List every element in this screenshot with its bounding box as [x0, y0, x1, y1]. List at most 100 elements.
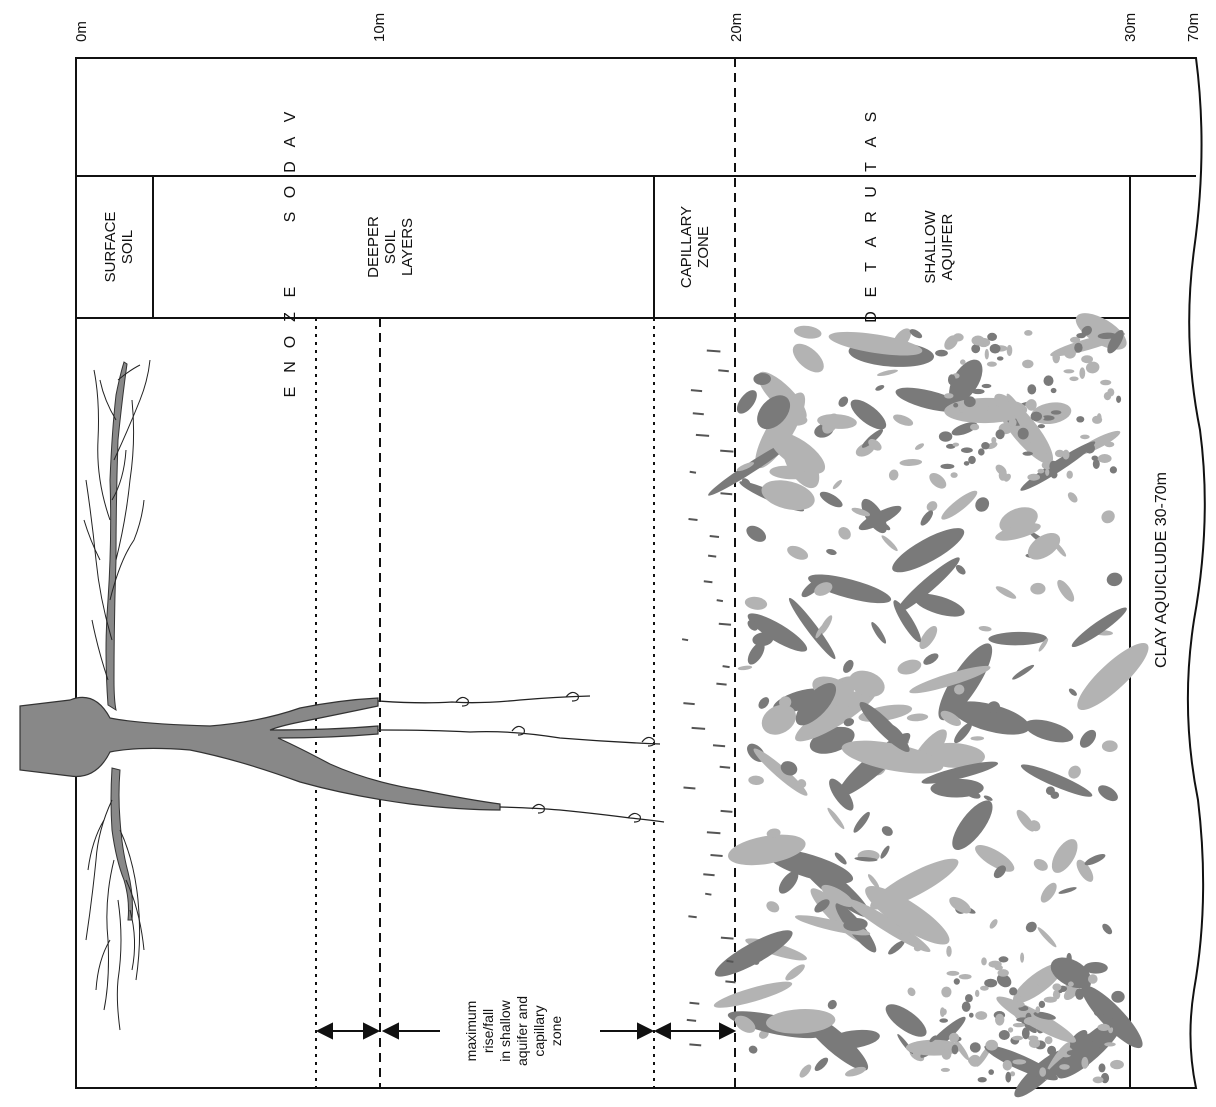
capillary-zone-line-2: ZONE: [695, 226, 712, 268]
gravel-grain: [1044, 997, 1057, 1003]
annotation-line-4: aquifer and: [514, 996, 530, 1066]
gravel-pebble: [733, 387, 761, 417]
rise-fall-annotation: maximum rise/fall in shallow aquifer and…: [463, 996, 564, 1066]
gravel-grain: [988, 405, 1000, 414]
gravel-grain: [1067, 1050, 1078, 1056]
gravel-pebble: [1036, 926, 1058, 949]
gravel-grain: [1022, 1027, 1030, 1039]
diagram-frame: [76, 58, 1205, 1088]
gravel-pebble: [743, 522, 768, 545]
gravel-pebble: [836, 525, 854, 543]
capillary-water-mark: [688, 916, 696, 917]
gravel-pebble: [785, 543, 810, 563]
gravel-pebble: [888, 469, 899, 482]
gravel-grain: [1116, 396, 1121, 403]
saturated-letters-3: U: [863, 186, 880, 198]
gravel-grain: [953, 403, 958, 408]
tick-label-70m: 70m: [1185, 13, 1202, 42]
capillary-water-mark: [687, 1020, 696, 1021]
arrow-right-head-b: [720, 1024, 734, 1038]
gravel-grain: [948, 374, 956, 385]
gravel-grain: [1052, 352, 1060, 364]
gravel-grain: [1031, 412, 1042, 422]
gravel-grain: [1079, 367, 1085, 379]
capillary-water-mark: [723, 666, 730, 667]
tree-root-system: [20, 360, 664, 1030]
gravel-pebble: [818, 489, 845, 510]
gravel-grain: [1045, 469, 1049, 476]
arrow-upper-head: [638, 1024, 652, 1038]
vadose-letters-6: Z: [282, 312, 299, 322]
capillary-water-mark: [708, 556, 716, 557]
gravel-grain: [1039, 1067, 1046, 1077]
gravel-grain: [1005, 1072, 1011, 1083]
tick-label-30m: 30m: [1122, 13, 1139, 42]
vadose-letters-1: A: [282, 136, 299, 147]
vadose-letters-2: D: [282, 161, 299, 173]
gravel-grain: [1007, 345, 1013, 356]
gravel-grain: [972, 336, 985, 346]
arrow-left-head-b: [364, 1024, 378, 1038]
gravel-grain: [997, 356, 1004, 360]
gravel-pebble: [756, 695, 771, 711]
gravel-pebble: [833, 851, 848, 866]
gravel-grain: [1049, 461, 1057, 472]
annotation-line-1: maximum: [463, 1001, 479, 1062]
gravel-pebble: [1054, 577, 1077, 604]
capillary-water-mark: [718, 370, 729, 371]
capillary-water-mark: [727, 961, 734, 962]
gravel-grain: [1099, 1063, 1106, 1072]
capillary-water-mark: [684, 788, 696, 789]
gravel-pebble: [906, 986, 917, 998]
gravel-grain: [959, 401, 964, 413]
gravel-grain: [1009, 418, 1017, 427]
gravel-grain: [1039, 1001, 1045, 1008]
gravel-grain: [991, 437, 996, 443]
gravel-grain: [962, 1002, 971, 1012]
capillary-water-mark: [721, 811, 733, 812]
gravel-grain: [981, 957, 987, 965]
gravel-grain: [1068, 981, 1074, 986]
gravel-grain: [987, 333, 997, 341]
capillary-water-marks: [682, 351, 735, 1046]
capillary-water-mark: [710, 536, 719, 537]
capillary-water-mark: [703, 874, 714, 875]
deeper-soil-line-2: SOIL: [382, 230, 399, 264]
gravel-grain: [1036, 1006, 1041, 1013]
gravel-grain: [1084, 443, 1095, 454]
gravel-grain: [1044, 375, 1054, 386]
capillary-water-mark: [721, 938, 734, 939]
gravel-grain: [968, 456, 976, 464]
trunk-base: [20, 697, 500, 810]
gravel-grain: [1059, 1064, 1070, 1070]
vadose-zone-label: VADOSEZONE: [282, 111, 299, 397]
gravel-grain: [1093, 1077, 1104, 1084]
gravel-pebble: [851, 810, 872, 835]
capillary-zone-line-1: CAPILLARY: [678, 206, 695, 288]
gravel-grain: [952, 1045, 959, 1055]
gravel-grain: [1008, 1027, 1013, 1032]
gravel-pebble: [748, 775, 764, 785]
gravel-grain: [978, 448, 985, 455]
gravel-grain: [1110, 1023, 1122, 1028]
gravel-grain: [995, 1014, 1004, 1026]
gravel-grain: [1067, 471, 1073, 479]
vadose-letters-8: N: [282, 361, 299, 373]
gravel-grain: [1051, 471, 1058, 479]
gravel-grain: [942, 1049, 952, 1060]
gravel-pebble: [1024, 920, 1039, 935]
gravel-grain: [989, 961, 1002, 968]
gravel-grain: [1022, 452, 1032, 456]
gravel-pebble: [793, 324, 822, 340]
gravel-pebble: [1066, 763, 1084, 781]
gravel-pebble: [826, 806, 846, 830]
gravel-grain: [1013, 1001, 1025, 1007]
gravel-grain: [1075, 988, 1084, 1000]
gravel-grain: [953, 333, 964, 341]
gravel-grain: [1051, 410, 1062, 414]
gravel-grain: [1012, 1036, 1023, 1041]
gravel-pebble: [971, 840, 1018, 877]
gravel-grain: [969, 1055, 981, 1067]
saturated-letters-4: R: [863, 211, 880, 223]
gravel-grain: [1026, 399, 1036, 411]
